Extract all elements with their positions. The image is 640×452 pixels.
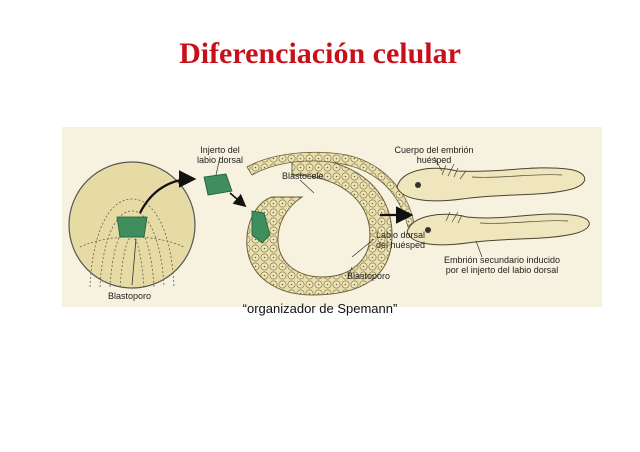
figure-caption: “organizador de Spemann” xyxy=(242,301,398,316)
graft-piece xyxy=(203,173,233,196)
label-blastocoel: Blastocele xyxy=(282,171,324,181)
dorsal-lip-tissue xyxy=(116,216,148,238)
figure-drawing xyxy=(68,151,590,296)
host-embryo xyxy=(246,151,415,296)
label-blastopore-left: Blastoporo xyxy=(108,291,152,301)
slide-title: Diferenciación celular xyxy=(179,37,461,70)
spemann-organizer-figure: Injerto del labio dorsal Blastocele Cuer… xyxy=(62,127,602,307)
implanted-graft xyxy=(251,210,271,244)
donor-embryo xyxy=(68,161,196,289)
tadpoles xyxy=(396,156,590,258)
label-secondary-embryo: Embrión secundario inducido por el injer… xyxy=(443,255,561,275)
label-blastopore-center: Blastoporo xyxy=(347,271,391,281)
label-graft: Injerto del labio dorsal xyxy=(196,145,244,165)
label-host-body: Cuerpo del embrión huésped xyxy=(394,145,474,165)
graft-transfer-arrow xyxy=(139,170,197,214)
label-host-lip: Labio dorsal del huésped xyxy=(376,230,426,250)
